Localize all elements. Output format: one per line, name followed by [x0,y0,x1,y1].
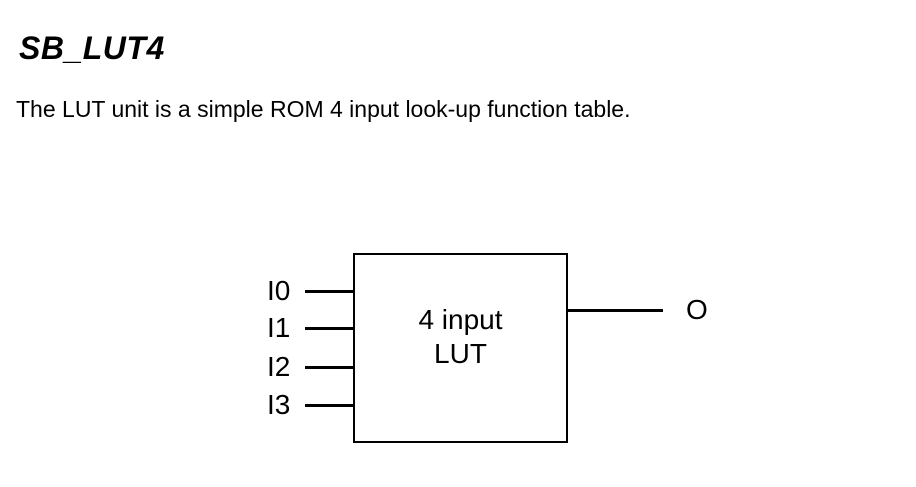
input-pin-label-i0: I0 [267,275,291,306]
input-wire-i1 [305,327,353,330]
input-wire-i2 [305,366,353,369]
input-wire-i3 [305,404,353,407]
input-wire-i0 [305,290,353,293]
input-pin-label-i2: I2 [267,351,291,382]
lut-block-label-line2: LUT [434,338,487,369]
description-text: The LUT unit is a simple ROM 4 input loo… [16,96,631,122]
input-pin-label-i1: I1 [267,312,291,343]
page-title: SB_LUT4 [19,30,165,67]
lut-block: 4 input LUT [353,253,568,443]
input-pin-label-i3: I3 [267,389,291,420]
output-pin-label-o: O [686,294,708,325]
output-wire-o [568,309,663,312]
lut-block-label-line1: 4 input [418,304,503,335]
